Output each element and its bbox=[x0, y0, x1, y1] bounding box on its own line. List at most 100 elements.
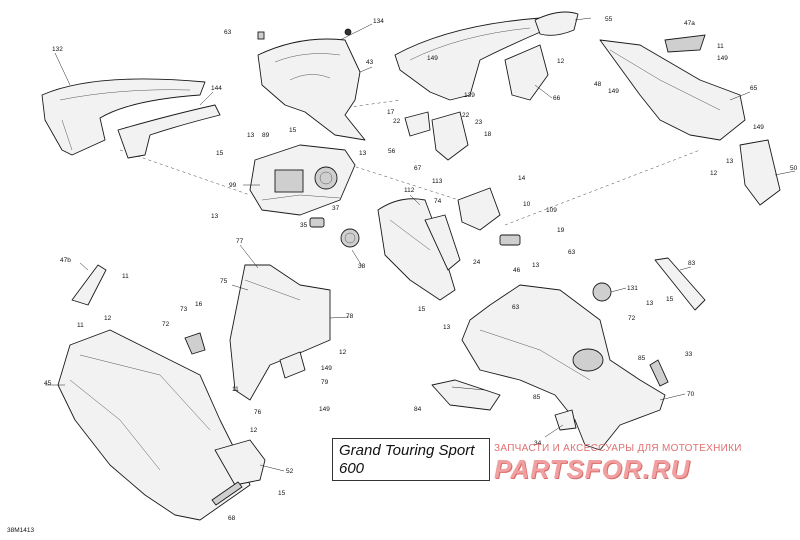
callout-label: 11 bbox=[122, 273, 129, 280]
callout-label: 73 bbox=[180, 306, 188, 313]
part-67-bracket[interactable] bbox=[431, 111, 469, 161]
callout-label: 132 bbox=[52, 46, 63, 53]
callout-label: 12 bbox=[557, 58, 565, 65]
part-70-lower-body[interactable] bbox=[461, 284, 666, 451]
callout-label: 47a bbox=[684, 20, 695, 27]
part-134-nose-panel[interactable] bbox=[257, 28, 366, 141]
callout-label: 11 bbox=[232, 386, 239, 393]
callout-label: 55 bbox=[605, 16, 613, 23]
part-45-lower-side-panel[interactable] bbox=[57, 329, 251, 521]
part-38-horn[interactable] bbox=[340, 228, 360, 248]
callout-label: 63 bbox=[224, 29, 232, 36]
callout-label: 50 bbox=[790, 165, 798, 172]
assembly-line bbox=[504, 149, 701, 226]
part-50-lower-panel[interactable] bbox=[739, 139, 781, 206]
assembly-line bbox=[119, 149, 251, 196]
part-131-cap[interactable] bbox=[592, 282, 612, 302]
callout-label: 16 bbox=[195, 301, 203, 308]
callout-label: 17 bbox=[387, 109, 395, 116]
part-132-windshield[interactable] bbox=[41, 78, 206, 156]
part-34-clip[interactable] bbox=[554, 409, 577, 431]
part-113-bracket[interactable] bbox=[457, 187, 501, 231]
callout-label: 109 bbox=[546, 207, 557, 214]
callout-label: 46 bbox=[513, 267, 521, 274]
callout-labels: 132 144 63 134 43 149 55 47a 11 12 149 4… bbox=[44, 16, 798, 522]
callout-label: 149 bbox=[753, 124, 764, 131]
part-65-side-panel[interactable] bbox=[599, 34, 746, 141]
callout-label: 52 bbox=[286, 468, 294, 475]
callout-label: 139 bbox=[464, 92, 475, 99]
part-66-panel[interactable] bbox=[504, 44, 549, 101]
callout-label: 22 bbox=[462, 112, 470, 119]
callout-label: 149 bbox=[319, 406, 330, 413]
callout-label: 56 bbox=[388, 148, 396, 155]
part-56-mirror-base[interactable] bbox=[404, 111, 431, 137]
callout-label: 37 bbox=[332, 205, 340, 212]
part-47b-deflector[interactable] bbox=[71, 264, 107, 306]
leader-lines bbox=[45, 17, 796, 472]
part-83-strip[interactable] bbox=[654, 257, 706, 311]
part-55-mirror[interactable] bbox=[534, 11, 579, 36]
callout-label: 112 bbox=[404, 187, 415, 194]
part-73-light[interactable] bbox=[184, 332, 206, 355]
callout-label: 85 bbox=[533, 394, 541, 401]
callout-label: 131 bbox=[627, 285, 638, 292]
callout-label: 66 bbox=[553, 95, 561, 102]
watermark-brand: PARTSFOR.RU bbox=[494, 454, 691, 484]
callout-label: 72 bbox=[628, 315, 636, 322]
callout-label: 45 bbox=[44, 380, 52, 387]
part-46-connector[interactable] bbox=[499, 234, 521, 246]
model-name: Grand Touring Sport bbox=[339, 442, 475, 459]
callout-label: 18 bbox=[484, 131, 492, 138]
callout-label: 89 bbox=[262, 132, 270, 139]
part-33-trim[interactable] bbox=[649, 359, 669, 387]
part-63-clip[interactable] bbox=[257, 31, 265, 40]
part-52-lower-panel[interactable] bbox=[214, 439, 266, 486]
callout-label: 13 bbox=[726, 158, 734, 165]
watermark-tagline: ЗАПЧАСТИ И АКСЕССУАРЫ ДЛЯ МОТОТЕХНИКИ bbox=[494, 443, 742, 454]
callout-label: 24 bbox=[473, 259, 481, 266]
callout-label: 12 bbox=[250, 427, 258, 434]
callout-label: 13 bbox=[211, 213, 219, 220]
callout-label: 79 bbox=[321, 379, 329, 386]
callout-label: 10 bbox=[523, 201, 531, 208]
callout-label: 38 bbox=[358, 263, 366, 270]
callout-label: 43 bbox=[366, 59, 374, 66]
part-99-headlight[interactable] bbox=[249, 144, 356, 216]
part-68-strip[interactable] bbox=[211, 481, 243, 506]
part-35-connector[interactable] bbox=[309, 217, 325, 228]
callout-label: 14 bbox=[518, 175, 526, 182]
callout-label: 12 bbox=[339, 349, 347, 356]
model-engine: 600 bbox=[339, 460, 365, 477]
callout-label: 78 bbox=[346, 313, 354, 320]
callout-label: 23 bbox=[475, 119, 483, 126]
callout-label: 83 bbox=[688, 260, 696, 267]
callout-label: 74 bbox=[434, 198, 442, 205]
callout-label: 76 bbox=[254, 409, 262, 416]
callout-label: 11 bbox=[77, 322, 84, 329]
part-75-side-panel[interactable] bbox=[229, 264, 331, 401]
callout-label: 149 bbox=[608, 88, 619, 95]
callout-label: 34 bbox=[534, 440, 542, 447]
callout-label: 70 bbox=[687, 391, 695, 398]
callout-label: 15 bbox=[666, 296, 674, 303]
callout-label: 12 bbox=[104, 315, 112, 322]
callout-label: 15 bbox=[278, 490, 286, 497]
part-84-strip[interactable] bbox=[431, 379, 501, 411]
part-112-center-panel[interactable] bbox=[377, 198, 456, 301]
callout-label: 134 bbox=[373, 18, 384, 25]
callout-label: 68 bbox=[228, 515, 236, 522]
callout-label: 149 bbox=[427, 55, 438, 62]
callout-label: 48 bbox=[594, 81, 602, 88]
callout-label: 11 bbox=[717, 43, 724, 50]
part-144-deflector[interactable] bbox=[117, 104, 221, 159]
callout-label: 15 bbox=[418, 306, 426, 313]
callout-label: 77 bbox=[236, 238, 244, 245]
callout-label: 22 bbox=[393, 118, 401, 125]
document-code: 38M1413 bbox=[7, 527, 35, 534]
callout-label: 84 bbox=[414, 406, 422, 413]
callout-label: 35 bbox=[300, 222, 308, 229]
part-74-trim[interactable] bbox=[424, 214, 461, 271]
